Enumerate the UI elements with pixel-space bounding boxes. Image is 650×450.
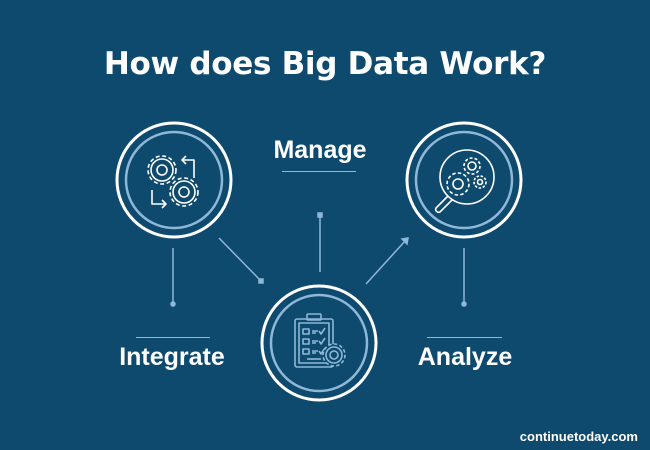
gears-cycle-icon — [147, 155, 199, 209]
analyze-node — [405, 121, 523, 239]
stage-label-integrate: Integrate — [119, 343, 225, 371]
brand-footer: continuetoday.com — [519, 429, 638, 444]
stage-label-analyze: Analyze — [417, 343, 513, 371]
magnifier-gears-icon — [434, 149, 495, 214]
manage-to-analyze-arrowhead — [400, 237, 409, 246]
stage-label-manage: Manage — [273, 136, 367, 164]
connectors — [170, 212, 467, 307]
manage-to-analyze-arrow — [365, 239, 407, 285]
integrate-node — [115, 121, 233, 239]
clipboard-checklist-gear-icon — [294, 313, 346, 368]
manage-node — [260, 284, 378, 402]
analyze-connector-dot — [461, 301, 467, 307]
integrate-to-manage-arrow — [218, 237, 262, 282]
integrate-connector-dot — [170, 301, 176, 307]
manage-connector-dot — [317, 212, 323, 218]
diagram-title: How does Big Data Work? — [103, 46, 547, 82]
integrate-to-manage-arrowhead — [258, 278, 264, 284]
analyze-divider — [427, 337, 502, 338]
integrate-divider — [136, 337, 210, 338]
manage-divider — [282, 171, 356, 172]
